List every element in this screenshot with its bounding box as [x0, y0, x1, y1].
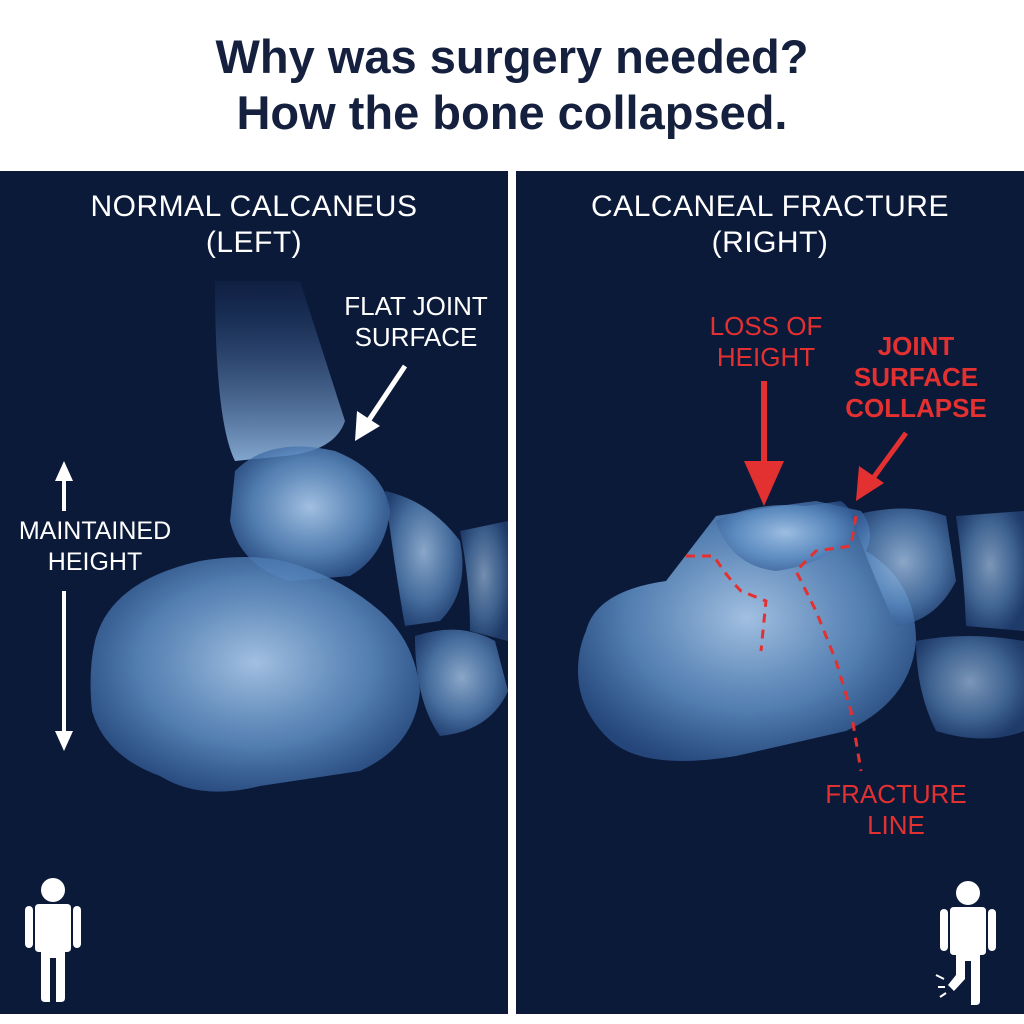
- fracture-line-2: [794, 515, 863, 772]
- loss-of-height-label: LOSS OF HEIGHT: [709, 311, 823, 372]
- normal-title-line-2: (LEFT): [205, 226, 303, 259]
- fracture-line-1: [686, 554, 768, 652]
- normal-title-line-1: NORMAL CALCANEUS: [90, 190, 418, 223]
- injured-person-icon: [935, 881, 996, 1005]
- calcaneal-fracture-panel: CALCANEAL FRACTURE (RIGHT) LOSS OF HEIGH…: [516, 171, 1024, 1014]
- midfoot-bone-2: [956, 511, 1024, 631]
- midfoot-bone-3: [916, 636, 1024, 739]
- fracture-xray-illustration: [578, 381, 1024, 772]
- page-title-line-2: How the bone collapsed.: [236, 86, 788, 139]
- talus-bone: [230, 446, 390, 581]
- tibia-bone: [215, 281, 345, 461]
- fracture-title-line-2: (RIGHT): [711, 226, 829, 259]
- maintained-height-label: MAINTAINED HEIGHT: [18, 517, 172, 576]
- joint-surface-collapse-label: JOINT SURFACE COLLAPSE: [845, 331, 987, 423]
- page-title: Why was surgery needed? How the bone col…: [0, 0, 1024, 170]
- fracture-title-line-1: CALCANEAL FRACTURE: [591, 190, 949, 223]
- collapsed-talus-bone: [716, 501, 855, 571]
- normal-calcaneus-panel: NORMAL CALCANEUS (LEFT) FLAT JOINT SURFA…: [0, 171, 508, 1014]
- flat-joint-surface-label: FLAT JOINT SURFACE: [344, 291, 488, 352]
- standing-person-icon: [25, 878, 81, 1002]
- navicular-bone: [385, 491, 463, 626]
- fracture-line-label: FRACTURE LINE: [825, 779, 967, 840]
- metatarsal-bone: [460, 521, 508, 641]
- normal-calcaneus-title: NORMAL CALCANEUS (LEFT): [0, 189, 508, 261]
- calcaneus-bone: [90, 557, 420, 792]
- page-title-line-1: Why was surgery needed?: [215, 30, 809, 83]
- cuboid-bone: [415, 629, 508, 736]
- normal-xray-illustration: [55, 281, 508, 792]
- fractured-calcaneus-bone: [578, 501, 916, 761]
- calcaneal-fracture-title: CALCANEAL FRACTURE (RIGHT): [516, 189, 1024, 261]
- midfoot-bone-1: [851, 508, 956, 626]
